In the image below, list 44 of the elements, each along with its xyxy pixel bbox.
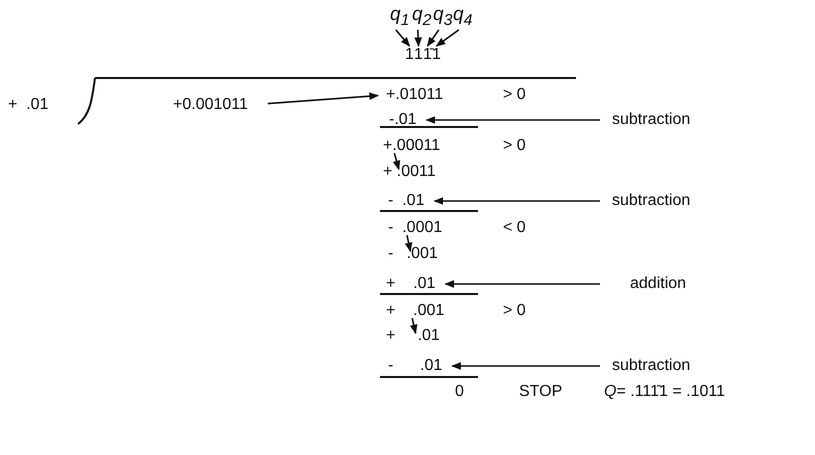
quotient-bit-symbol: q$_{3}$ (433, 6, 452, 30)
binary-number: - .0001 (388, 219, 442, 237)
operation-label: subtraction (612, 192, 690, 210)
quotient-bit-symbol: q$_{1}$ (390, 6, 410, 30)
remainder-number: 0 (455, 383, 464, 401)
arrow (434, 197, 600, 205)
quotient-digit: 1 (432, 46, 441, 64)
arrow (392, 152, 400, 170)
arrow (404, 235, 412, 252)
operation-label: subtraction (612, 357, 690, 375)
sign-condition: > 0 (503, 86, 526, 104)
binary-number: - .01 (388, 357, 442, 375)
stop-label: STOP (519, 383, 562, 401)
arrow (426, 116, 600, 124)
quotient-digit: 1 (405, 46, 414, 64)
arrow (426, 29, 440, 47)
divisor-number: + .01 (8, 96, 48, 114)
binary-number: - .001 (388, 245, 438, 263)
binary-number: + .001 (386, 302, 444, 320)
arrow (395, 29, 410, 47)
arrow (410, 318, 418, 334)
quotient-digit: 1 (414, 46, 423, 64)
binary-number: +.01011 (386, 86, 444, 104)
arrow (436, 29, 460, 47)
quotient-bit-symbol: q$_{2}$ (412, 6, 432, 30)
operation-label: addition (630, 275, 686, 293)
binary-number: + .01 (386, 327, 440, 345)
sign-condition: > 0 (503, 137, 526, 155)
binary-number: + .0011 (383, 163, 436, 181)
sign-condition: > 0 (503, 302, 526, 320)
binary-number: - .01 (388, 192, 424, 210)
binary-number: +0.001011 (173, 96, 248, 114)
quotient-bit-symbol: q$_{4}$ (453, 6, 472, 30)
sign-condition: < 0 (503, 219, 526, 237)
binary-number: -.01 (389, 111, 417, 129)
arrow (268, 92, 379, 104)
binary-number: + .01 (386, 275, 436, 293)
binary-number: +.00011 (383, 137, 440, 155)
arrow (414, 30, 422, 47)
arrow (451, 362, 600, 370)
quotient-digit: 1̄ (423, 46, 432, 64)
quotient-result: Q= .111̄1 = .1011 (604, 383, 725, 401)
arrow (444, 280, 600, 288)
operation-label: subtraction (612, 111, 690, 129)
